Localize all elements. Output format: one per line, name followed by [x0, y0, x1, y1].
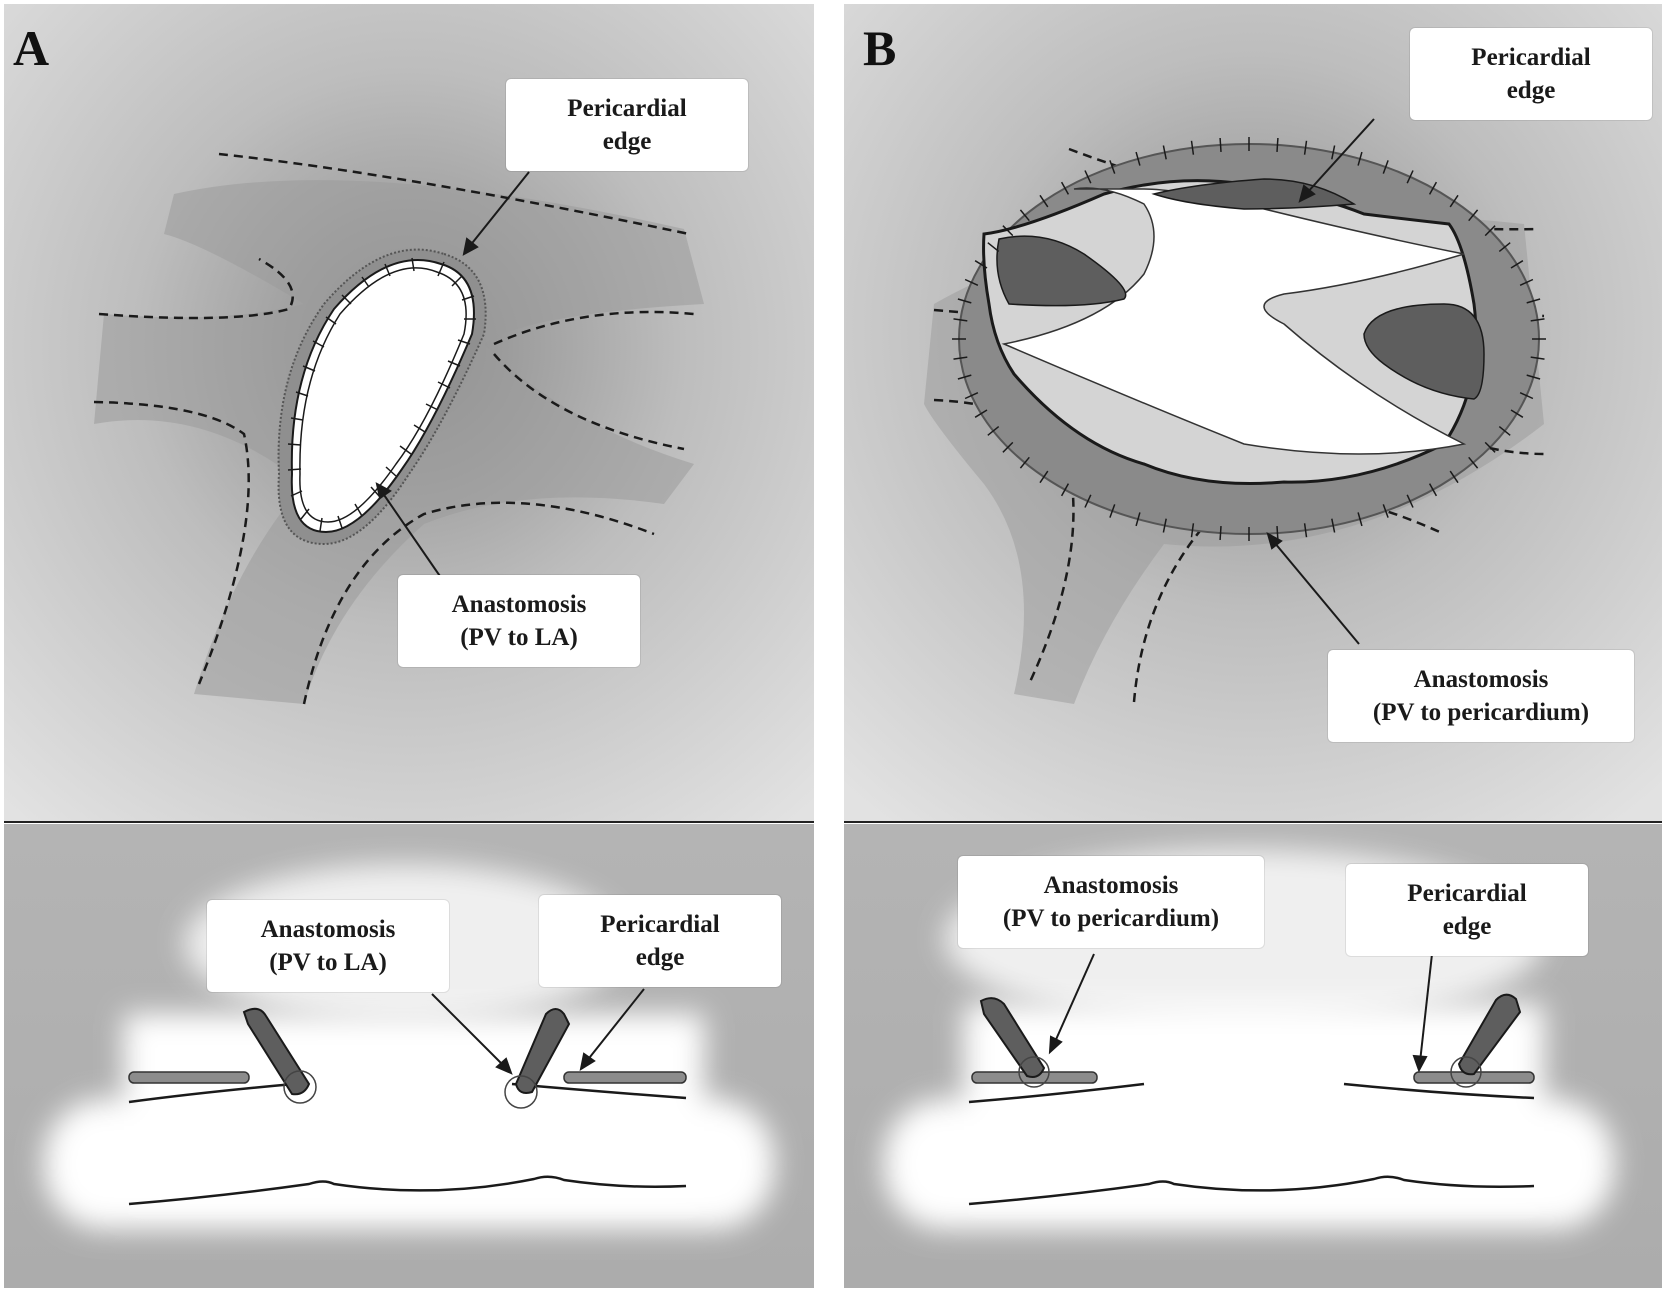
- panel-a-letter: A: [13, 20, 50, 76]
- panel-b-letter: B: [863, 20, 897, 76]
- suture-tick: [987, 426, 1000, 436]
- suture-tick: [1060, 483, 1070, 497]
- label-line: edge: [1442, 913, 1492, 940]
- label-line: (PV to pericardium): [1002, 905, 1220, 932]
- suture-tick: [1162, 518, 1167, 533]
- suture-tick: [1519, 392, 1534, 400]
- label-line: (PV to LA): [269, 949, 387, 976]
- suture-tick: [1406, 494, 1414, 508]
- suture-tick: [1428, 181, 1438, 195]
- suture-tick: [1484, 441, 1496, 453]
- suture-tick: [953, 356, 968, 360]
- suture-tick: [1530, 356, 1545, 360]
- label-line: Anastomosis: [1043, 872, 1179, 899]
- suture-tick: [1019, 456, 1030, 469]
- suture-tick: [1468, 209, 1479, 222]
- suture-tick: [1060, 181, 1070, 195]
- suture-tick: [1382, 160, 1389, 174]
- suture-tick: [957, 374, 972, 380]
- suture-tick: [1162, 145, 1167, 160]
- panel-b-sutures: [952, 137, 1546, 541]
- suture-tick: [1084, 170, 1092, 184]
- panel-b-bottom-pericardial-edge-label: Pericardial edge: [1346, 864, 1588, 956]
- suture-tick: [1303, 140, 1308, 155]
- suture-tick: [1276, 526, 1279, 541]
- suture-tick: [1406, 170, 1414, 184]
- panel-b-bottom-arrows: [1048, 953, 1433, 1073]
- panel-b-cross-section: [968, 993, 1535, 1206]
- suture-tick: [1219, 137, 1222, 152]
- suture-tick: [1219, 526, 1222, 541]
- panel-a-top-arrows: [375, 171, 530, 583]
- suture-tick: [1039, 470, 1049, 484]
- suture-tick: [1357, 512, 1363, 527]
- suture-tick: [964, 278, 979, 286]
- label-line: edge: [1506, 77, 1556, 104]
- label-line: edge: [602, 128, 652, 155]
- panel-a: A Pericardial edge Anastomosis (PV to LA…: [4, 4, 814, 1288]
- label-line: Anastomosis: [260, 916, 396, 943]
- label-line: (PV to pericardium): [1372, 699, 1590, 726]
- suture-tick: [1135, 151, 1141, 166]
- label-line: Pericardial: [567, 95, 687, 122]
- suture-tick: [1428, 483, 1438, 497]
- suture-tick: [1002, 441, 1014, 453]
- panel-b-top-pericardial-edge-label: Pericardial edge: [1410, 28, 1652, 120]
- panel-b-top-anastomosis-label: Anastomosis (PV to pericardium): [1328, 650, 1634, 742]
- suture-tick: [1109, 504, 1116, 518]
- label-line: Anastomosis: [451, 591, 587, 618]
- panel-a-top-pericardial-edge-label: Pericardial edge: [506, 79, 748, 171]
- suture-tick: [1498, 242, 1511, 252]
- suture-tick: [987, 242, 1000, 252]
- suture-tick: [1510, 260, 1524, 269]
- panel-a-bottom-pericardial-edge-label: Pericardial edge: [539, 895, 781, 987]
- suture-tick: [1449, 194, 1459, 208]
- suture-tick: [1530, 318, 1545, 322]
- panel-b: B Pericardial edge Anastomosis (PV to pe…: [844, 4, 1662, 1288]
- label-line: edge: [635, 944, 685, 971]
- suture-tick: [1526, 298, 1541, 304]
- panel-b-top-arrows: [1266, 118, 1375, 645]
- panel-b-bottom-anastomosis-label: Anastomosis (PV to pericardium): [958, 856, 1264, 948]
- panel-a-dashed-contours: [93, 152, 695, 705]
- suture-tick: [1303, 523, 1308, 538]
- panel-a-top-anastomosis-label: Anastomosis (PV to LA): [398, 575, 640, 667]
- suture-tick: [1084, 494, 1092, 508]
- suture-tick: [964, 392, 979, 400]
- label-line: Pericardial: [1471, 44, 1591, 71]
- suture-tick: [1519, 278, 1534, 286]
- suture-tick: [1526, 374, 1541, 380]
- label-line: Anastomosis: [1413, 666, 1549, 693]
- suture-tick: [1357, 151, 1363, 166]
- suture-tick: [1276, 137, 1279, 152]
- suture-tick: [957, 298, 972, 304]
- panel-a-cross-section: [128, 1007, 687, 1206]
- suture-tick: [1331, 145, 1336, 160]
- panel-b-anastomosis-opening: [952, 137, 1546, 541]
- suture-tick: [1498, 426, 1511, 436]
- panel-b-illustration: [844, 4, 1662, 1288]
- suture-tick: [1468, 456, 1479, 469]
- suture-tick: [1190, 523, 1195, 538]
- suture-tick: [1510, 409, 1524, 418]
- label-line: Pericardial: [1407, 880, 1527, 907]
- suture-tick: [974, 260, 988, 269]
- panel-a-bottom-arrows: [431, 988, 645, 1075]
- suture-tick: [1484, 225, 1496, 237]
- suture-tick: [1039, 194, 1049, 208]
- suture-tick: [1109, 160, 1116, 174]
- suture-tick: [953, 318, 968, 322]
- suture-tick: [1331, 518, 1336, 533]
- suture-tick: [1382, 504, 1389, 518]
- panel-a-bottom-anastomosis-label: Anastomosis (PV to LA): [207, 900, 449, 992]
- suture-tick: [1019, 209, 1030, 222]
- suture-tick: [1449, 470, 1459, 484]
- label-line: (PV to LA): [460, 624, 578, 651]
- label-line: Pericardial: [600, 911, 720, 938]
- suture-tick: [1135, 512, 1141, 527]
- suture-tick: [974, 409, 988, 418]
- suture-tick: [1190, 140, 1195, 155]
- panel-a-anastomosis-opening: [277, 248, 487, 546]
- suture-tick: [1002, 225, 1014, 237]
